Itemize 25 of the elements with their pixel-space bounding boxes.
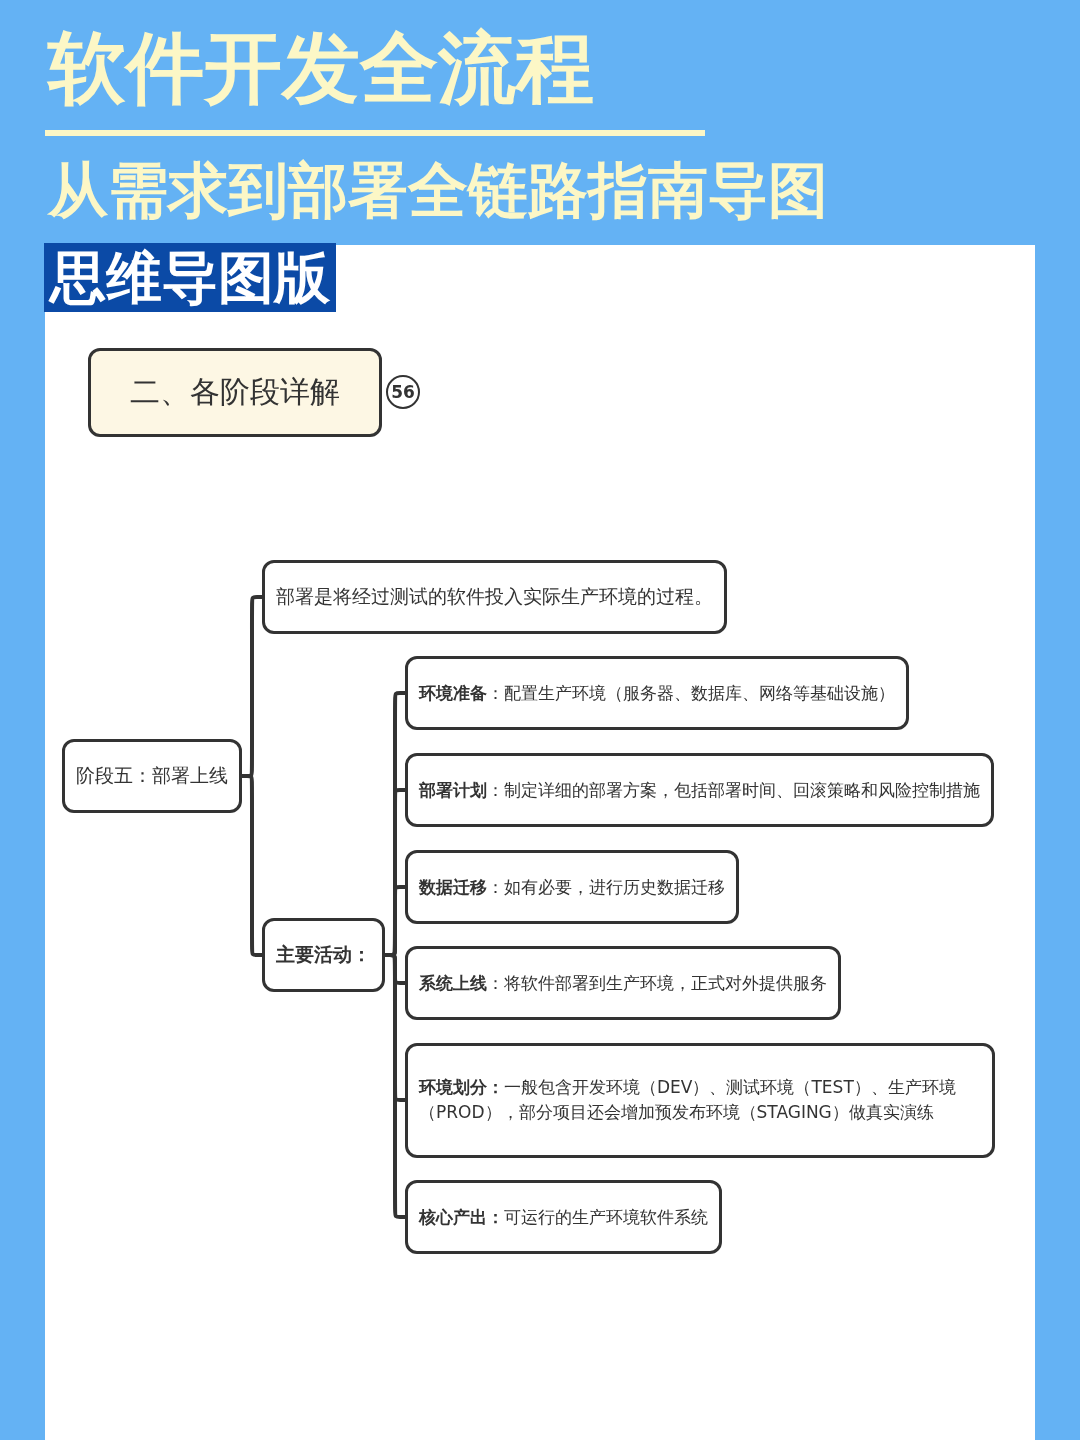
topic-text: 核心产出：可运行的生产环境软件系统 <box>419 1205 708 1229</box>
subtopic-box <box>405 753 994 827</box>
subtopic-box <box>405 1042 995 1158</box>
root-topic-box <box>88 347 382 437</box>
page-subtitle: 从需求到部署全链路指南导图 <box>48 156 828 225</box>
topic-box <box>262 918 385 992</box>
topic-text: 部署是将经过测试的软件投入实际生产环境的过程。 <box>276 584 713 610</box>
topic-text: 主要活动： <box>276 942 371 968</box>
page-title: 软件开发全流程 <box>48 24 594 114</box>
topic-text: 环境准备：配置生产环境（服务器、数据库、网络等基础设施） <box>419 681 895 705</box>
subtopic-box <box>405 656 909 730</box>
version-tag: 思维导图版 <box>44 243 336 312</box>
subtopic-box <box>405 1180 722 1254</box>
topic-box <box>62 739 242 813</box>
topic-text: 二、各阶段详解 <box>129 373 341 412</box>
topic-text: 部署计划：制定详细的部署方案，包括部署时间、回滚策略和风险控制措施 <box>419 778 980 802</box>
topic-text: 环境划分：一般包含开发环境（DEV）、测试环境（TEST）、生产环境（PROD），部分项目还会增加预发布环境（STAGING）做真实演练 <box>419 1076 957 1124</box>
connector-line <box>383 953 407 1219</box>
topic-box <box>262 560 727 634</box>
subtopic-box <box>405 850 739 924</box>
connector-line <box>240 774 264 957</box>
topic-text: 系统上线：将软件部署到生产环境，正式对外提供服务 <box>419 971 827 995</box>
topic-text: 阶段五：部署上线 <box>76 763 228 789</box>
topic-text: 数据迁移：如有必要，进行历史数据迁移 <box>419 875 725 899</box>
subtopic-box <box>405 946 841 1020</box>
